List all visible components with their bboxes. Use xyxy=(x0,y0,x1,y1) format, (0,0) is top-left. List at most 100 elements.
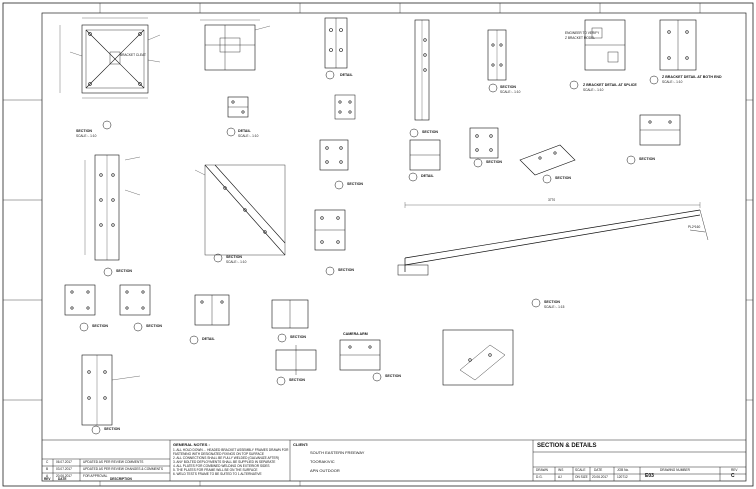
section-marker-14 xyxy=(91,425,101,435)
section-label-3: SECTION xyxy=(500,85,516,89)
detail-lower-column xyxy=(81,354,141,426)
drawing-title: SECTION & DETAILS xyxy=(537,443,597,449)
section-label-1: SECTION xyxy=(76,129,92,133)
section-marker-11 xyxy=(531,298,541,308)
header-scale: SCALE xyxy=(575,468,586,472)
general-notes-title: GENERAL NOTES : xyxy=(173,442,210,447)
boom-dimension: 3770 xyxy=(548,198,556,202)
section-scale-3: SCALE :- 1:10 xyxy=(500,90,521,94)
client-line-3: APN OUTDOOR xyxy=(310,468,340,473)
section-marker-5 xyxy=(213,253,223,263)
revision-b-date: 03.07.2017 xyxy=(56,467,72,471)
general-note-6: 5. THE PLATES FOR FRAME WILL BE ON THE S… xyxy=(173,468,258,472)
revision-c-date: 06.07.2017 xyxy=(56,460,72,464)
value-scale: ON SIZE xyxy=(575,475,588,479)
section-marker-2 xyxy=(409,128,419,138)
section-marker-3 xyxy=(488,83,498,93)
engineer-verify-note: ENGINEER TO VERIFY xyxy=(565,31,600,35)
revision-a-rev: A xyxy=(46,474,49,478)
header-date: DATE xyxy=(594,468,603,472)
camera-arm-label: CAMERA ARM xyxy=(343,332,368,336)
section-label-12: SECTION xyxy=(92,324,108,328)
detail-scale-1: SCALE :- 1:10 xyxy=(238,134,259,138)
border-tick-marks xyxy=(3,3,753,486)
section-label-13: SECTION xyxy=(146,324,162,328)
general-note-5: 4. ALL PLATES FOR COMBINED WELDING ON EX… xyxy=(173,464,270,468)
detail-lower-right-plate xyxy=(442,329,514,386)
general-note-7: 6. WELD TESTS FRAME TO BE SUITED TO 1 AL… xyxy=(173,472,262,476)
detail-marker-4 xyxy=(189,335,199,345)
section-label-9: SECTION xyxy=(555,176,571,180)
revision-header-rev: REV xyxy=(44,477,51,481)
title-block-grid xyxy=(42,439,746,481)
z-bracket-both-scale: SCALE :- 1:10 xyxy=(662,80,683,84)
detail-plan-top-left xyxy=(59,17,161,99)
section-label-2: SECTION xyxy=(422,130,438,134)
detail-label-3: DETAIL xyxy=(421,174,434,178)
section-label-11: SECTION xyxy=(544,300,560,304)
section-marker-6 xyxy=(334,180,344,190)
general-note-2: FASTENING WITH DESIGNATED FIXINGS ON TOP… xyxy=(173,452,264,456)
z-bracket-both-label: Z BRACKET DETAIL AT BOTH END xyxy=(662,75,722,79)
detail-camera-arm xyxy=(339,339,381,371)
section-label-17: SECTION xyxy=(385,374,401,378)
general-note-4: 3. ANY BOLTED DEPLOYMENTS SHALL BE SUPPL… xyxy=(173,460,276,464)
header-ins: INS xyxy=(558,468,564,472)
header-rev: REV xyxy=(731,468,738,472)
section-marker-1 xyxy=(102,120,112,130)
revision-header-date: DATE xyxy=(58,477,67,481)
header-drawing-number: DRAWING NUMBER xyxy=(660,468,690,472)
section-label-10: SECTION xyxy=(639,157,655,161)
section-marker-12 xyxy=(79,322,89,332)
detail-label-4: DETAIL xyxy=(202,337,215,341)
section-label-5: SECTION xyxy=(226,255,242,259)
z-bracket-splice-label: Z BRACKET DETAIL AT SPLICE xyxy=(583,83,637,87)
section-marker-13 xyxy=(133,322,143,332)
detail-marker-2 xyxy=(325,70,335,80)
detail-small-bracket xyxy=(227,96,249,118)
header-job-no: JOB No. xyxy=(617,468,630,472)
detail-far-right xyxy=(639,114,681,146)
detail-marker-1 xyxy=(226,127,236,137)
detail-lower-center xyxy=(194,294,317,375)
section-scale-11: SCALE :- 1:15 xyxy=(544,305,565,309)
client-line-1: SOUTH EASTERN FREEWAY xyxy=(310,450,365,455)
sheet-border-inner xyxy=(41,12,747,482)
revision-a-desc: FOR APPROVAL xyxy=(83,474,108,478)
detail-column-top xyxy=(414,19,507,121)
general-note-3: 2. ALL CONNECTIONS SHALL BE FULLY WELDED… xyxy=(173,456,279,460)
section-marker-15 xyxy=(277,333,287,343)
section-label-7: SECTION xyxy=(338,268,354,272)
detail-marker-3 xyxy=(408,172,418,182)
detail-z-bracket-both xyxy=(659,19,697,71)
detail-top-bracket xyxy=(200,19,271,71)
value-date: 20.06.2017 xyxy=(592,475,608,479)
section-label-6: SECTION xyxy=(347,182,363,186)
section-label-4: SECTION xyxy=(116,269,132,273)
value-rev: C xyxy=(731,473,735,479)
header-drawn: DRAWN xyxy=(536,468,548,472)
elevation-boom xyxy=(397,202,709,276)
revision-header-desc: DESCRIPTION xyxy=(110,477,132,481)
section-marker-4 xyxy=(103,267,113,277)
revision-a-date: 20.06.2017 xyxy=(56,474,72,478)
z-bracket-splice-scale: SCALE :- 1:10 xyxy=(583,88,604,92)
client-line-2: TOORAK/VIC xyxy=(310,459,335,464)
section-marker-7 xyxy=(325,266,335,276)
section-scale-5: SCALE :- 1:10 xyxy=(226,260,247,264)
bracket-cleat-note: BRACKET CLEAT xyxy=(120,53,146,57)
section-scale-1: SCALE :- 1:10 xyxy=(76,134,97,138)
section-label-8: SECTION xyxy=(486,160,502,164)
z-bracket-marker-2 xyxy=(649,75,659,85)
revision-b-rev: B xyxy=(46,467,49,471)
value-job-no: 120712 xyxy=(617,475,628,479)
value-drawn: D.G. xyxy=(536,475,543,479)
detail-z-bracket-splice xyxy=(584,19,626,71)
general-note-1: 1. ALL HOLD DOWN ... HEADED BRACKET ASSE… xyxy=(173,448,289,452)
revision-c-desc: UPDATED AS PER REVIEW COMMENTS xyxy=(83,460,144,464)
detail-top-post xyxy=(324,17,356,120)
detail-lower-left xyxy=(64,284,151,316)
value-ins: AJ xyxy=(558,475,562,479)
